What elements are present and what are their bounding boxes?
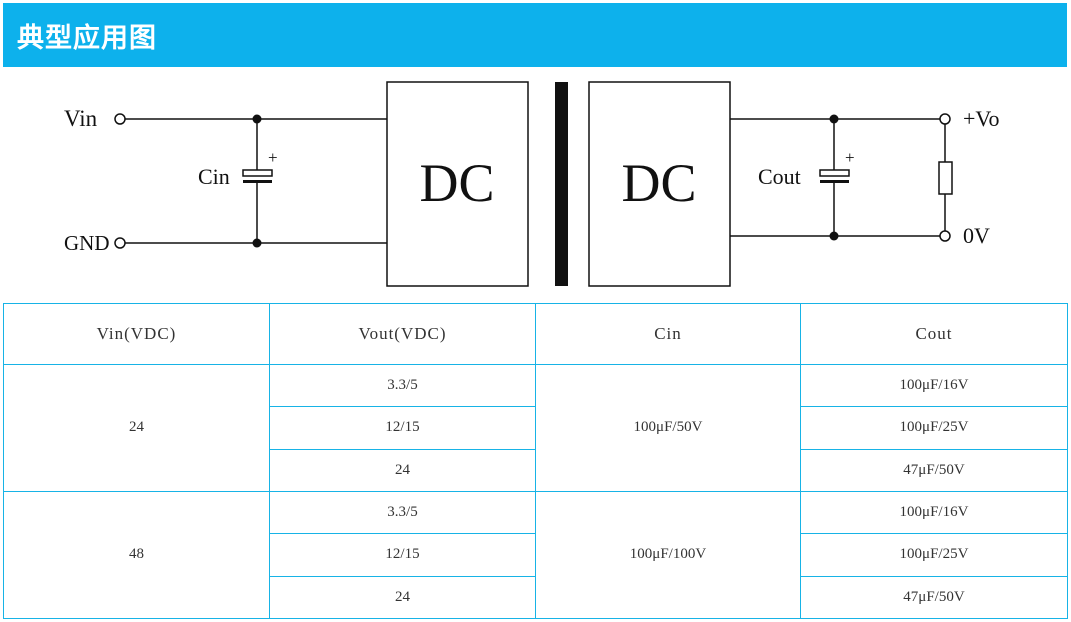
table-row: 48 3.3/5 100μF/100V 100μF/16V (3, 490, 1068, 620)
cin-polarity-label: + (268, 148, 278, 167)
table-header-row: Vin(VDC) Vout(VDC) Cin Cout (3, 303, 1068, 365)
gnd-label: GND (64, 231, 110, 255)
vo-terminal (939, 113, 951, 125)
cout-cell: 47μF/50V (800, 448, 1068, 492)
header-vin: Vin(VDC) (3, 303, 270, 365)
capacitor-spec-table: Vin(VDC) Vout(VDC) Cin Cout 24 3.3/5 100… (3, 303, 1068, 620)
table-row: 24 47μF/50V (4, 575, 1068, 620)
table-row: 24 47μF/50V (4, 448, 1068, 492)
header-cin: Cin (535, 303, 801, 365)
vout-cell: 3.3/5 (269, 490, 536, 535)
cout-plate-negative (820, 180, 849, 183)
cin-cell: 100μF/100V (535, 490, 801, 620)
vout-cell: 12/15 (269, 406, 536, 450)
cin-plate-negative (243, 180, 272, 183)
vin-label: Vin (64, 106, 98, 131)
gnd-terminal (114, 237, 126, 249)
dc-block-right (588, 81, 731, 287)
vout-cell: 24 (269, 575, 536, 620)
page-title: 典型应用图 (17, 22, 157, 54)
circuit-diagram: Vin GND Cin + DC DC Cout + +Vo 0V (64, 81, 999, 287)
cout-cell: 100μF/25V (800, 533, 1068, 577)
cin-cell: 100μF/50V (535, 364, 801, 492)
cout-cell: 47μF/50V (800, 575, 1068, 620)
vin-terminal (114, 113, 126, 125)
cout-plate-positive (819, 169, 850, 177)
cout-polarity-label: + (845, 148, 855, 167)
cout-label: Cout (758, 164, 801, 189)
vout-cell: 3.3/5 (269, 363, 536, 408)
cin-plate-positive (242, 169, 273, 177)
cout-cell: 100μF/16V (800, 490, 1068, 535)
isolation-barrier (555, 82, 568, 286)
vo-plus-label: +Vo (963, 106, 999, 131)
table-row: 24 3.3/5 100μF/50V 100μF/16V (3, 363, 1068, 492)
vout-cell: 24 (269, 448, 536, 492)
cin-label: Cin (198, 164, 230, 189)
dc-block-left (386, 81, 529, 287)
zero-v-label: 0V (963, 223, 990, 248)
header-cout: Cout (800, 303, 1068, 365)
cout-cell: 100μF/25V (800, 406, 1068, 450)
header-vout: Vout(VDC) (269, 303, 536, 365)
vin-cell: 24 (3, 364, 270, 492)
load-resistor (938, 161, 953, 195)
vout-cell: 12/15 (269, 533, 536, 577)
dc-right-label: DC (621, 153, 696, 213)
header-bar: 典型应用图 (3, 3, 1067, 67)
dc-left-label: DC (419, 153, 494, 213)
cout-cell: 100μF/16V (800, 363, 1068, 408)
zero-v-terminal (939, 230, 951, 242)
vin-cell: 48 (3, 490, 270, 620)
